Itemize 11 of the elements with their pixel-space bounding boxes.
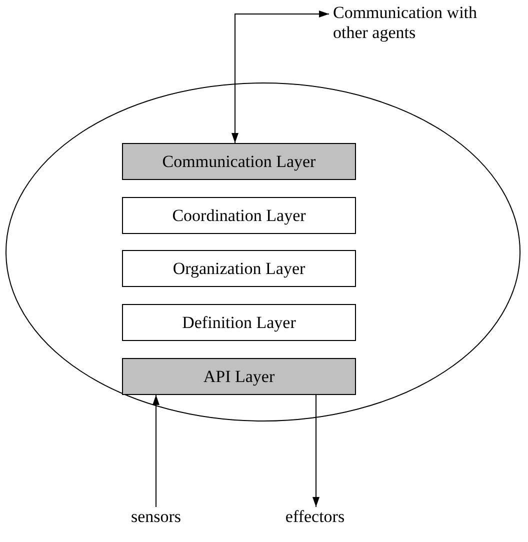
layer-box: Coordination Layer	[122, 197, 356, 234]
arrow	[312, 394, 320, 508]
layer-box: Organization Layer	[122, 250, 356, 287]
arrow	[152, 394, 160, 508]
layer-box: Definition Layer	[122, 304, 356, 341]
output-label: effectors	[272, 507, 358, 531]
annotation-text: Communication with other agents	[333, 3, 493, 47]
arrow	[232, 10, 330, 144]
input-label: sensors	[120, 507, 192, 531]
layer-box: Communication Layer	[122, 143, 356, 180]
layer-box: API Layer	[122, 358, 356, 395]
